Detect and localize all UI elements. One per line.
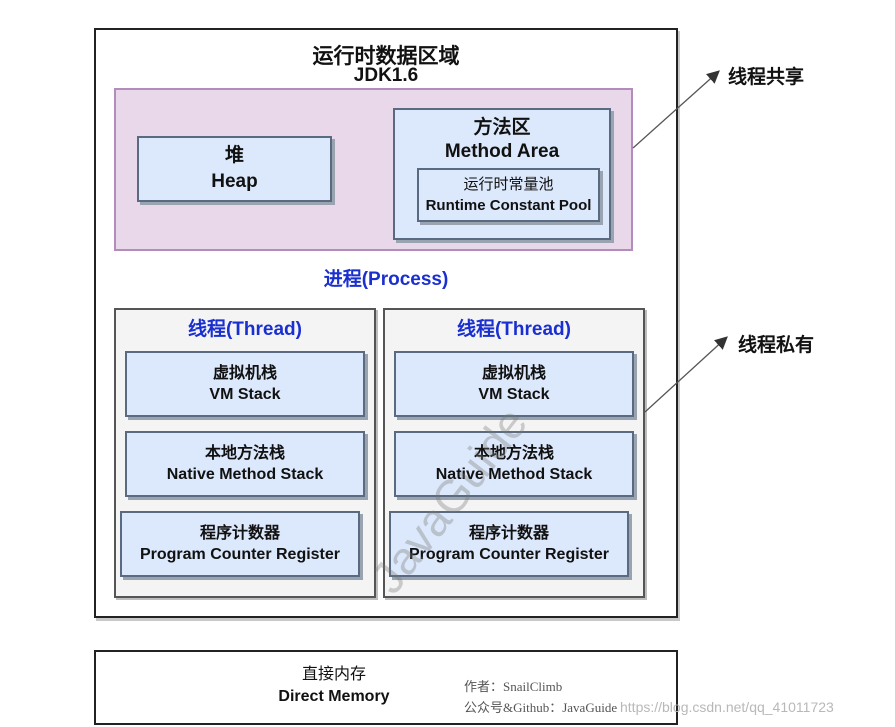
thread-shared-label: 线程共享 bbox=[728, 67, 805, 88]
heap-en: Heap bbox=[211, 171, 258, 192]
thread-private-label: 线程私有 bbox=[738, 335, 815, 356]
thread-title-1: 线程(Thread) bbox=[187, 319, 302, 340]
native-stack-cn-2: 本地方法栈 bbox=[473, 445, 554, 462]
runtime-area-title: 运行时数据区域 bbox=[312, 45, 460, 68]
vm-stack-cn-1: 虚拟机栈 bbox=[212, 365, 277, 382]
source-url: https://blog.csdn.net/qq_41011723 bbox=[620, 699, 834, 715]
native-stack-en-2: Native Method Stack bbox=[435, 466, 593, 483]
pc-register-en-1: Program Counter Register bbox=[139, 546, 341, 563]
direct-memory-box bbox=[94, 650, 678, 725]
native-stack-box-2: 本地方法栈 Native Method Stack bbox=[394, 431, 634, 497]
pc-register-en-2: Program Counter Register bbox=[408, 546, 610, 563]
native-stack-en-1: Native Method Stack bbox=[166, 466, 324, 483]
method-area-en: Method Area bbox=[444, 141, 560, 162]
pc-register-box-2: 程序计数器 Program Counter Register bbox=[389, 511, 629, 577]
native-stack-cn-1: 本地方法栈 bbox=[204, 445, 285, 462]
direct-memory-label: 直接内存 Direct Memory bbox=[94, 664, 574, 708]
constant-pool-en: Runtime Constant Pool bbox=[425, 197, 592, 214]
pc-register-box-1: 程序计数器 Program Counter Register bbox=[120, 511, 360, 577]
author-line-2: 公众号&Github：JavaGuide bbox=[464, 700, 618, 715]
vm-stack-box-1: 虚拟机栈 VM Stack bbox=[125, 351, 365, 417]
method-area-cn: 方法区 bbox=[473, 117, 531, 138]
direct-memory-en: Direct Memory bbox=[278, 688, 390, 705]
process-label: 进程(Process) bbox=[323, 269, 449, 290]
vm-stack-en-2: VM Stack bbox=[478, 386, 550, 403]
pc-register-cn-1: 程序计数器 bbox=[199, 525, 280, 542]
private-arrow bbox=[644, 336, 728, 413]
vm-stack-box-2: 虚拟机栈 VM Stack bbox=[394, 351, 634, 417]
constant-pool-cn: 运行时常量池 bbox=[463, 176, 554, 193]
jdk-version: JDK1.6 bbox=[353, 65, 419, 86]
heap-box: 堆 Heap bbox=[137, 136, 332, 202]
vm-stack-en-1: VM Stack bbox=[209, 386, 281, 403]
direct-memory-cn: 直接内存 bbox=[301, 666, 366, 683]
constant-pool-box: 运行时常量池 Runtime Constant Pool bbox=[417, 168, 600, 222]
author-line-1: 作者：SnailClimb bbox=[464, 679, 563, 694]
shared-arrow bbox=[632, 70, 720, 149]
pc-register-cn-2: 程序计数器 bbox=[468, 525, 549, 542]
thread-title-2: 线程(Thread) bbox=[456, 319, 571, 340]
author-credit: 作者：SnailClimb 公众号&Github：JavaGuide bbox=[464, 676, 617, 718]
native-stack-box-1: 本地方法栈 Native Method Stack bbox=[125, 431, 365, 497]
vm-stack-cn-2: 虚拟机栈 bbox=[481, 365, 546, 382]
heap-cn: 堆 bbox=[224, 145, 244, 166]
